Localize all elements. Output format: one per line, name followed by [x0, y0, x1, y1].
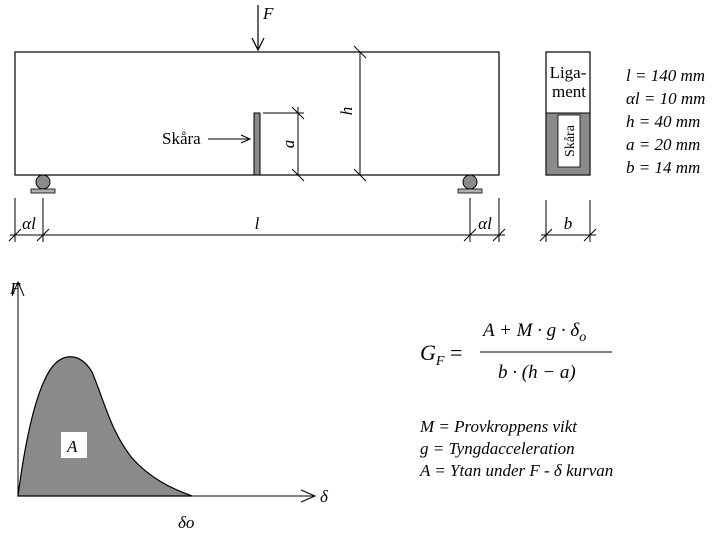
height-dimension	[353, 45, 367, 182]
definition-m: M = Provkroppens vikt	[419, 417, 578, 436]
ligament-label-line1: Liga-	[550, 63, 587, 82]
fracture-energy-formula: GF = A + M · g · δo b · (h − a)	[420, 320, 612, 383]
span-label: l	[255, 214, 260, 233]
formula-numerator: A + M · g · δo	[481, 320, 586, 345]
beam-group: F h Skåra a	[8, 4, 506, 242]
dimension-a: a = 20 mm	[626, 135, 700, 154]
dimension-b: b = 14 mm	[626, 158, 700, 177]
area-label: A	[66, 437, 78, 456]
definition-a: A = Ytan under F - δ kurvan	[419, 461, 613, 480]
left-support	[30, 174, 56, 194]
x-axis-label: δ	[320, 487, 329, 506]
notch	[253, 112, 261, 176]
end-displacement-label: δo	[178, 513, 194, 532]
formula-denominator: b · (h − a)	[498, 362, 576, 383]
dimension-l: l = 140 mm	[626, 66, 705, 85]
dimension-alpha-l: αl = 10 mm	[626, 89, 705, 108]
definitions: M = Provkroppens vikt g = Tyngdaccelerat…	[419, 417, 613, 480]
right-support	[457, 174, 483, 194]
notch-depth-dimension	[263, 106, 305, 182]
notch-depth-label: a	[279, 140, 298, 149]
height-label: h	[337, 107, 356, 116]
area-under-curve	[17, 356, 193, 497]
y-axis-label: F	[9, 279, 21, 298]
span-dimension	[8, 198, 506, 242]
dimension-h: h = 40 mm	[626, 112, 700, 131]
cross-section: Liga- ment Skåra b	[539, 51, 597, 242]
force-displacement-graph: F δ A δo	[9, 279, 329, 532]
cross-section-notch-box	[557, 114, 581, 168]
overhang-label-left: αl	[22, 214, 36, 233]
area-label-box	[61, 432, 87, 458]
width-label: b	[564, 214, 573, 233]
width-dimension	[539, 200, 597, 242]
force-label: F	[262, 4, 274, 23]
formula-lhs: GF =	[420, 340, 462, 369]
cross-section-notch-label: Skåra	[563, 124, 578, 157]
force-arrow	[251, 5, 265, 52]
definition-g: g = Tyngdacceleration	[420, 439, 575, 458]
notch-arrow	[208, 134, 252, 144]
ligament-label-line2: ment	[552, 82, 586, 101]
dimension-list: l = 140 mm αl = 10 mm h = 40 mm a = 20 m…	[626, 66, 705, 177]
notch-label: Skåra	[162, 129, 201, 148]
overhang-label-right: αl	[478, 214, 492, 233]
